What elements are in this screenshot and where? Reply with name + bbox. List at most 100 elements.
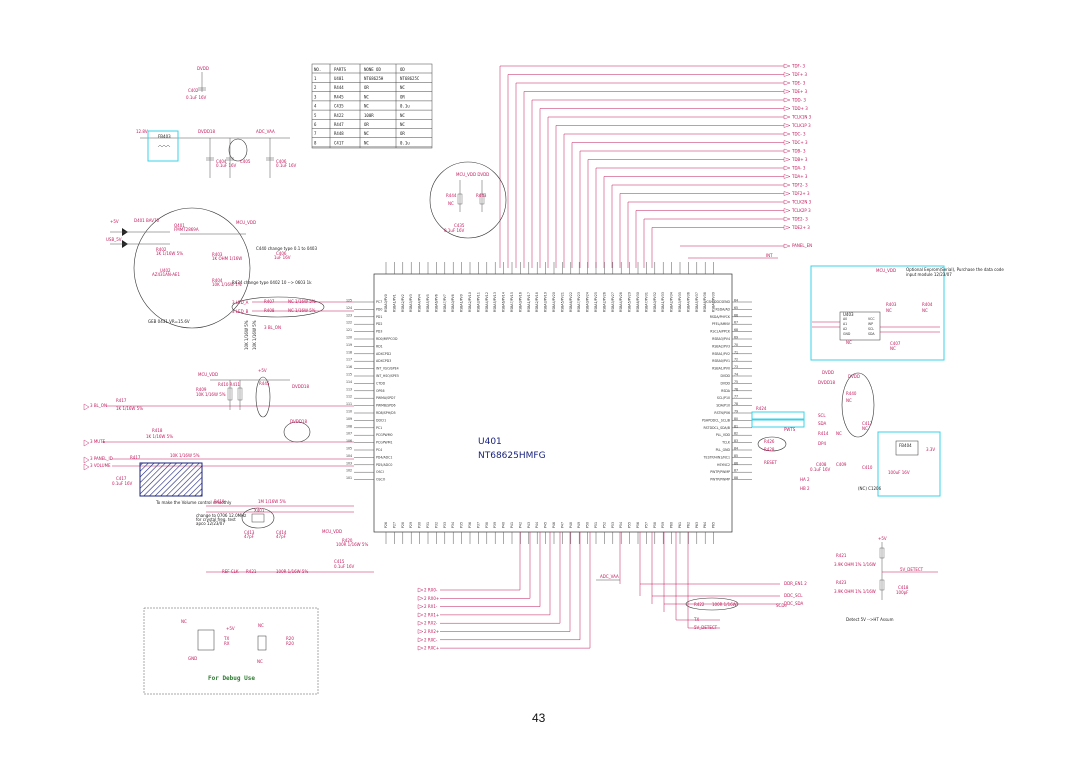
top-left-power-section: DVDD C402 0.1uF 16V 12.8V FB403 DVDD18 A…	[136, 66, 297, 178]
panel-en-net: PANEL_EN INT	[680, 243, 812, 259]
ic-top-pin-label: RSBA4/PV20	[552, 292, 556, 312]
ic-top-pin-label: RSBA7/PV7	[443, 294, 447, 312]
ic-pin-number: 102	[346, 469, 352, 473]
ic-top-pin-label: RSBA1/PV17	[527, 292, 531, 312]
svg-text:input module 12/23/07: input module 12/23/07	[906, 272, 952, 277]
port-ddc-scl: DDC_SCL	[784, 593, 803, 598]
ic-left-pin-label: ADXCPD3	[376, 359, 391, 363]
svg-text:FMMT2869A: FMMT2869A	[174, 227, 199, 232]
svg-text:DVDD18: DVDD18	[818, 380, 835, 385]
svg-text:C405: C405	[240, 159, 251, 164]
svg-text:R428: R428	[764, 447, 775, 452]
ic-pin-number: 111	[346, 402, 352, 406]
bottom-port-labels: 2 RX0-2 RX0+2 RX1-2 RX1+2 RX2-2 RX2+2 RX…	[417, 532, 591, 651]
ic-top-pin-label: RSBA1/PV25	[594, 292, 598, 312]
ic-pin-number: 75	[734, 380, 738, 384]
ic-bottom-pin-label: P55	[628, 522, 632, 528]
svg-text:ADC_VAA: ADC_VAA	[256, 129, 275, 134]
ic-top-pin-label: RSBA7/PV15	[510, 292, 514, 312]
usb-regulator-section: +5V USB_5V D401 BAV70 Q401 FMMT2869A MCU…	[106, 207, 317, 329]
ic-bottom-pin-label: P54	[619, 522, 623, 528]
svg-text:5V_DETECT: 5V_DETECT	[694, 625, 718, 630]
svg-text:10K 1/16W 5%: 10K 1/16W 5%	[196, 392, 226, 397]
svg-text:NC: NC	[886, 308, 892, 313]
ic-top-pin-label: RSBA6/PV14	[502, 292, 506, 312]
ic-pin-number: 124	[346, 306, 352, 310]
ic-pin-number: 114	[346, 380, 352, 384]
ic-top-pin-label: RSBA4/PV12	[485, 292, 489, 312]
ic-left-pin-label: PD2	[376, 322, 382, 326]
right-bus-signal: TDB- 3	[791, 149, 806, 154]
right-pin-group: 64CSH/DDCSEND65RSDA/AD66RSDA/PHYCK67PFEL…	[702, 299, 752, 482]
ic-bottom-pin-label: P40	[502, 522, 506, 528]
svg-text:NC: NC	[846, 398, 852, 403]
detect-note: Detect 5V -->HT Assum	[846, 617, 894, 622]
right-bus-signal: TDA- 3	[791, 166, 806, 171]
mcu-vdd-label-1: MCU_VDD	[236, 220, 256, 225]
adc-vaa-bottom: ADC_VAA	[600, 574, 619, 579]
svg-text:FB404: FB404	[899, 443, 912, 448]
ic-pin-number: 120	[346, 336, 352, 340]
svg-text:10K 1/16W 5%: 10K 1/16W 5%	[252, 320, 257, 350]
svg-text:AZ431AN-AE1: AZ431AN-AE1	[152, 272, 180, 277]
port-panel-id: 3 PANEL_ID	[90, 456, 113, 461]
ic-pin-number: 84	[734, 447, 738, 451]
svg-text:R443: R443	[476, 193, 487, 198]
svg-text:R418: R418	[152, 428, 163, 433]
svg-text:100pF: 100pF	[896, 590, 909, 595]
ic-right-pin-label: CSH/DDCSEND	[706, 300, 730, 304]
port-bl-on: 3 BL_ON	[90, 403, 107, 408]
main-ic: U401 NT68625HMFG	[373, 273, 733, 533]
svg-text:REF CLK: REF CLK	[222, 569, 239, 574]
svg-text:1uF 16V: 1uF 16V	[274, 255, 291, 260]
ic-bottom-pin-label: P64	[703, 522, 707, 528]
svg-text:R419: R419	[214, 499, 225, 504]
ic-ref-label: U401	[478, 437, 502, 447]
ic-bottom-pin-label: P62	[686, 522, 690, 528]
ic-bottom-pin-label: P43	[527, 522, 531, 528]
right-bus-signal: TDC+ 3	[791, 140, 808, 145]
ic-bottom-pin-label: P29	[409, 522, 413, 528]
ic-pin-number: 82	[734, 432, 738, 436]
bom-cell: NC	[364, 94, 369, 99]
svg-text:TX: TX	[223, 636, 229, 641]
ic-left-pin-label: RD0/MFPCOD	[376, 337, 398, 341]
ic-bottom-pin-label: P51	[594, 522, 598, 528]
ic-top-pin-label: RSBA6/PV22	[569, 292, 573, 312]
svg-text:RX: RX	[224, 641, 230, 646]
ic-bottom-pin-label: P46	[552, 522, 556, 528]
ic-pin-number: 123	[346, 313, 352, 317]
svg-text:apco 12/23/07: apco 12/23/07	[196, 521, 225, 526]
svg-text:R426: R426	[764, 439, 775, 444]
svg-text:VCC: VCC	[868, 317, 875, 321]
svg-text:+5V: +5V	[878, 536, 887, 541]
ic-pin-number: 101	[346, 476, 352, 480]
ic-top-pin-label: RSBA4/PV28	[619, 292, 623, 312]
ic-bottom-pin-label: P37	[476, 522, 480, 528]
bom-cell: 100R	[364, 113, 374, 118]
ic-top-pin-label: RSBA0/PV8	[451, 294, 455, 312]
svg-text:C417: C417	[116, 476, 127, 481]
eeprom-section: MCU_VDD Optional Eeprom(Serial), Purchas…	[810, 265, 1004, 361]
bom-cell: 2	[314, 85, 317, 90]
svg-text:R402: R402	[156, 247, 167, 252]
svg-text:R408: R408	[264, 308, 275, 313]
svg-text:10K 1/16W 5%: 10K 1/16W 5%	[244, 320, 249, 350]
ic-left-pin-label: INT_HSO/SPE5	[376, 374, 399, 378]
svg-text:R440: R440	[846, 391, 857, 396]
ic-bottom-pin-label: P42	[518, 522, 522, 528]
bom-cell: 0.1u	[400, 140, 410, 145]
ic-right-pin-label: RSBA3/PV4	[712, 337, 730, 341]
usb-5v-label: USB_5V	[106, 237, 122, 242]
ic-pin-number: 110	[346, 410, 352, 414]
ic-bottom-pin-label: P52	[602, 522, 606, 528]
ic-pin-number: 112	[346, 395, 352, 399]
bom-header-cell: NONE OD	[364, 67, 381, 72]
svg-text:GND: GND	[188, 656, 197, 661]
svg-text:A2: A2	[843, 327, 847, 331]
svg-text:R404: R404	[922, 302, 933, 307]
ic-pin-number: 117	[346, 358, 352, 362]
dvdd-label-right: DVDD	[822, 370, 834, 375]
